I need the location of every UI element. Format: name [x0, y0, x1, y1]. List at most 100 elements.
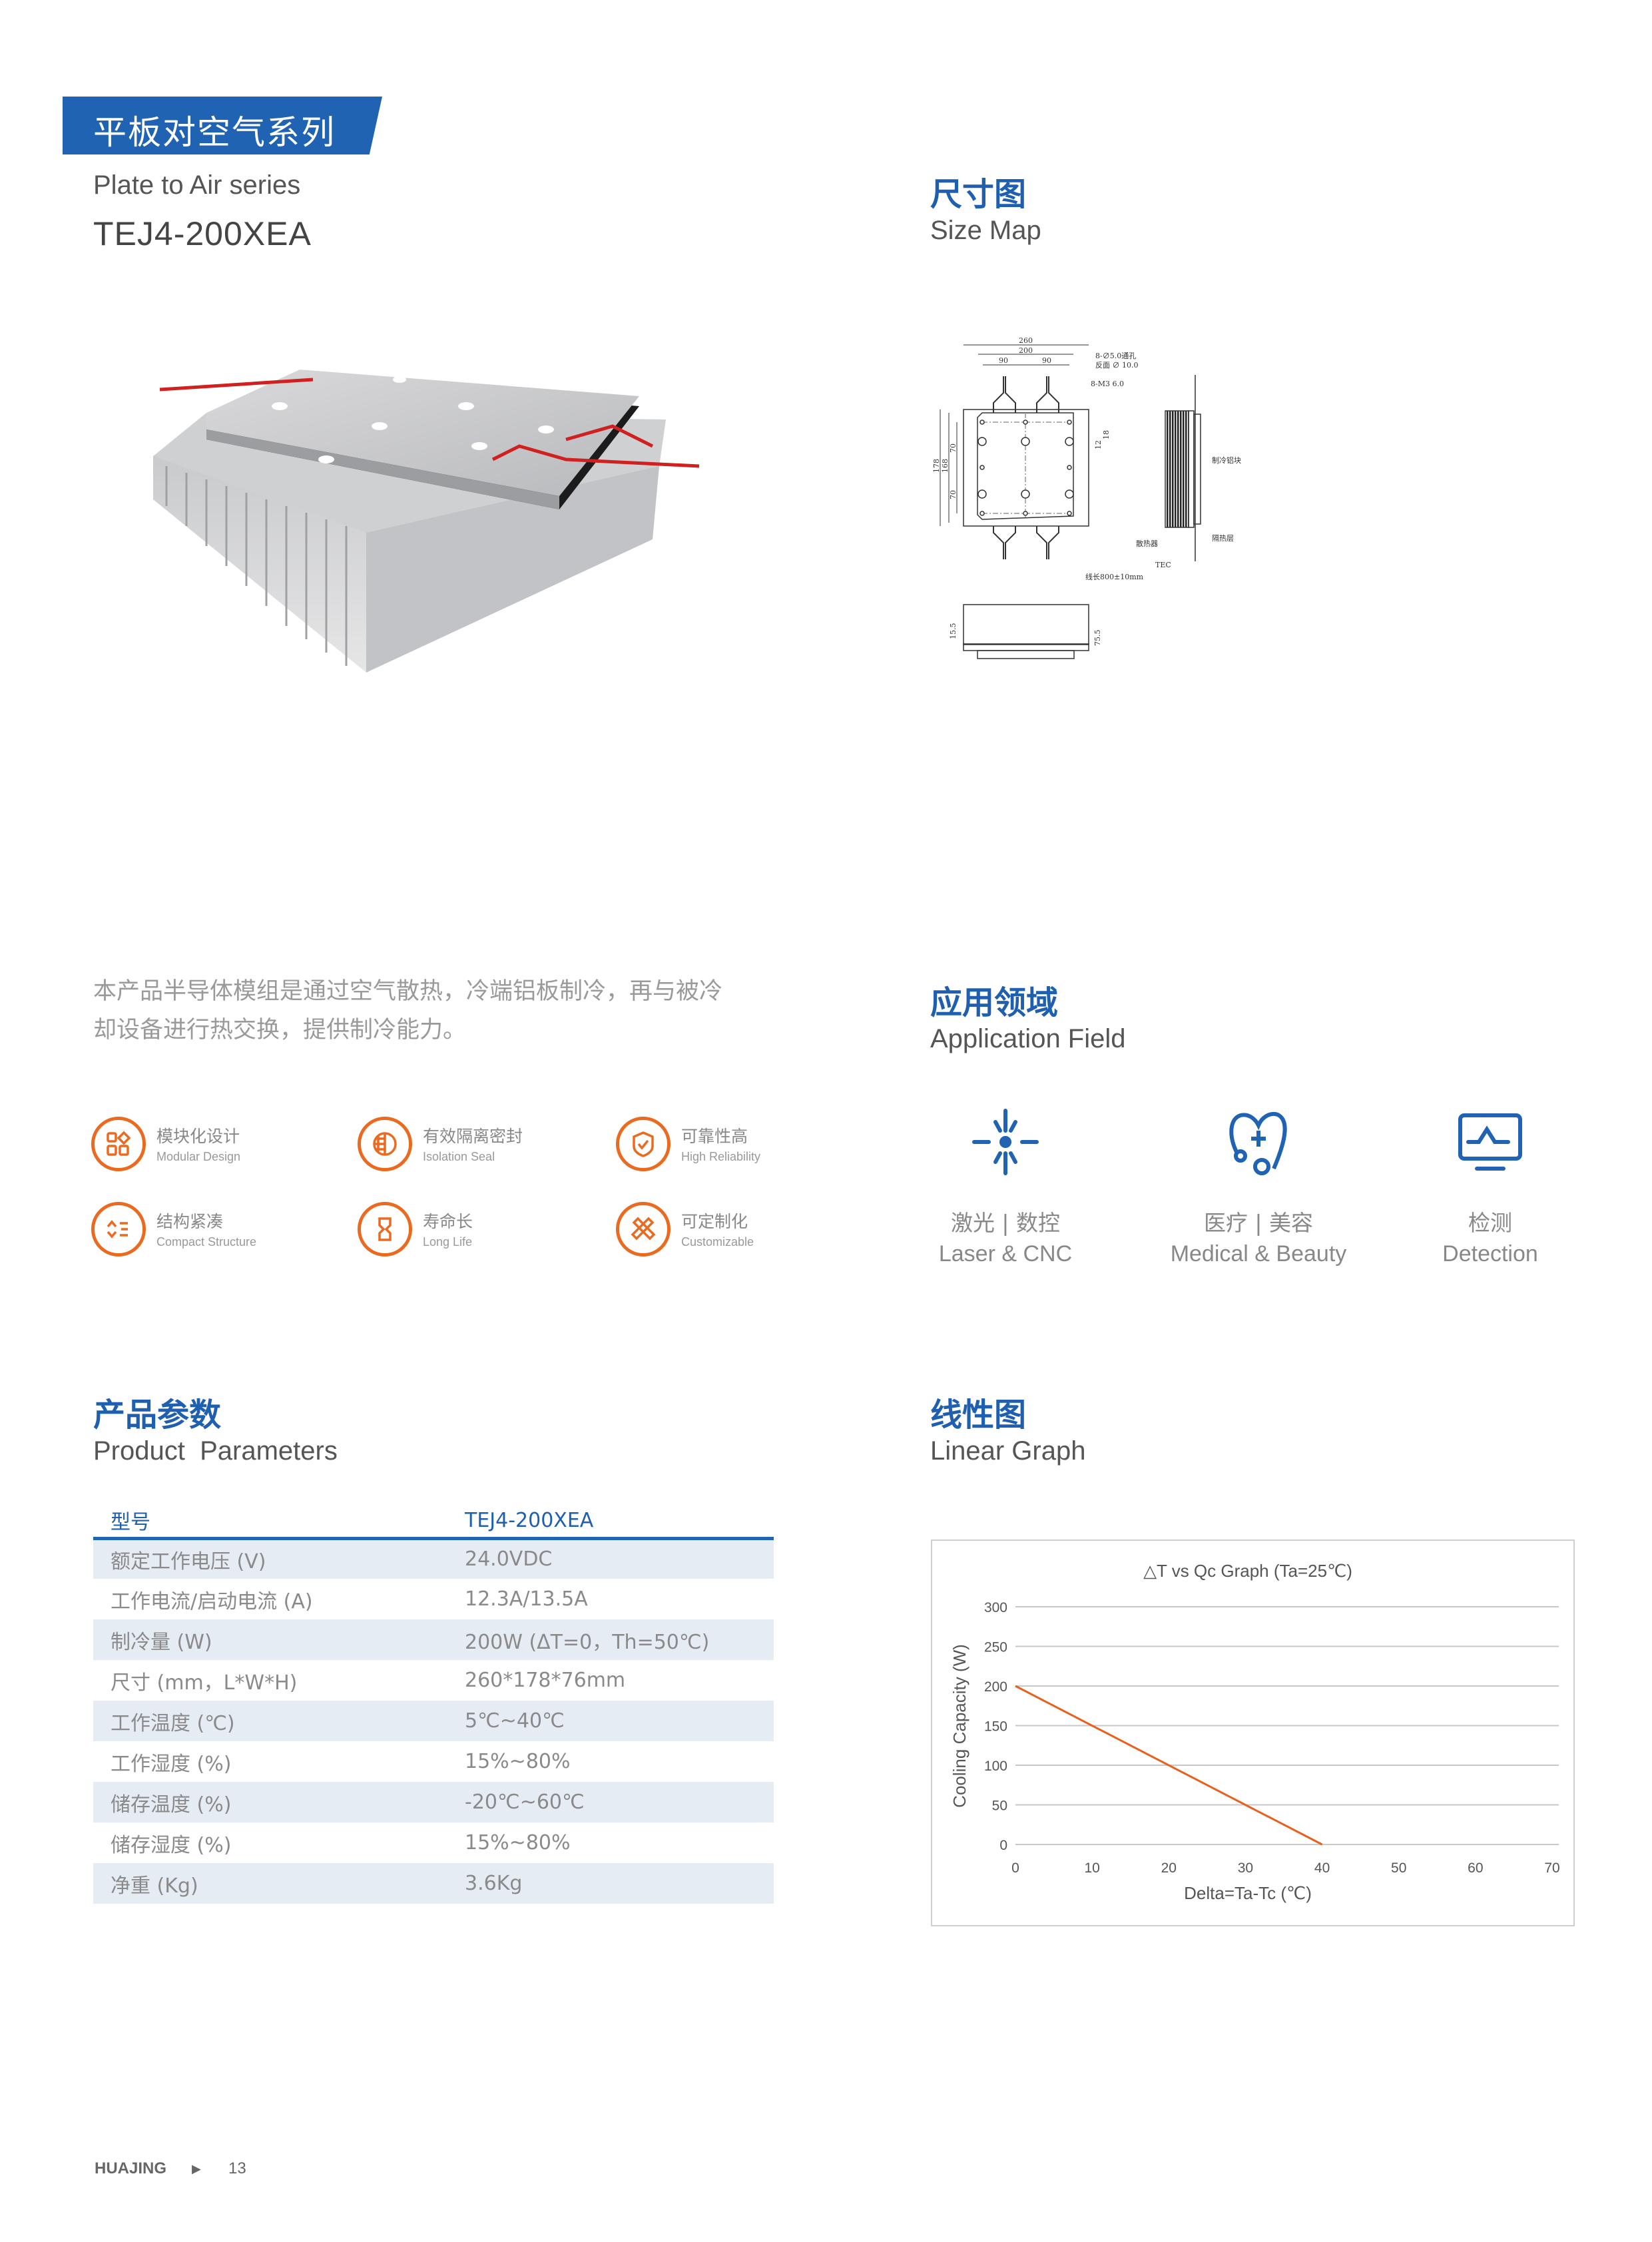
feature-compact: 结构紧凑 Compact Structure	[91, 1202, 344, 1262]
feature-label-en: High Reliability	[681, 1150, 761, 1163]
series-banner: 平板对空气系列	[63, 97, 382, 154]
table-row: 额定工作电压 (V)24.0VDC	[93, 1538, 774, 1579]
x-tick-label: 70	[1544, 1860, 1559, 1876]
dim-168: 168	[941, 459, 950, 473]
footer-brand: HUAJING	[95, 2159, 167, 2177]
note-heatsink: 散热器	[1136, 539, 1158, 548]
param-label: 工作电流/启动电流 (A)	[111, 1589, 313, 1613]
note-cold-block: 制冷铝块	[1212, 455, 1241, 465]
table-row: 尺寸 (mm，L*W*H)260*178*76mm	[93, 1660, 774, 1701]
feature-label-en: Modular Design	[156, 1150, 241, 1163]
tools-icon	[616, 1202, 671, 1257]
param-label: 储存湿度 (%)	[111, 1833, 232, 1857]
y-tick-label: 250	[984, 1640, 1007, 1655]
dim-200: 200	[1019, 346, 1033, 355]
laser-icon	[972, 1109, 1039, 1175]
model-title: TEJ4-200XEA	[93, 215, 312, 252]
seal-icon	[358, 1117, 412, 1171]
y-tick-label: 0	[999, 1838, 1007, 1853]
medical-heart-icon	[1229, 1112, 1287, 1175]
footer-arrow-icon: ▶	[192, 2162, 201, 2175]
shield-check-icon	[616, 1117, 671, 1171]
y-tick-label: 300	[984, 1600, 1007, 1615]
linear-title-en: Linear Graph	[930, 1436, 1086, 1466]
feature-label-cn: 可靠性高	[681, 1127, 748, 1146]
feature-label-cn: 可定制化	[681, 1212, 748, 1231]
param-value: -20℃~60℃	[447, 1782, 774, 1822]
series-line	[1015, 1685, 1323, 1846]
description-line: 本产品半导体模组是通过空气散热，冷端铝板制冷，再与被冷	[93, 978, 723, 1005]
page-number: 13	[228, 2159, 246, 2177]
application-label-cn: 激光 | 数控	[950, 1210, 1061, 1236]
param-label: 净重 (Kg)	[93, 1863, 447, 1904]
table-row: 工作电流/启动电流 (A) 12.3A/13.5A	[93, 1579, 774, 1619]
modules-icon	[91, 1117, 146, 1171]
dim-75-5: 75.5	[1093, 630, 1102, 647]
size-map-title-cn: 尺寸图	[930, 176, 1027, 213]
header-value: TEJ4-200XEA	[447, 1504, 774, 1540]
application-label-en: Laser & CNC	[938, 1241, 1073, 1266]
x-axis-label: Delta=Ta-Tc (℃)	[1184, 1883, 1312, 1903]
feature-reliability: 可靠性高 High Reliability	[616, 1117, 869, 1177]
size-map-drawing: 260 200 90 90 178 168 70 70 18 12 15.5 7…	[932, 336, 1241, 659]
param-value: 260*178*76mm	[465, 1669, 626, 1692]
parameters-title-en: Product Parameters	[93, 1436, 338, 1466]
param-value: 24.0VDC	[447, 1538, 774, 1579]
product-description: 本产品半导体模组是通过空气散热，冷端铝板制冷，再与被冷 却设备进行热交换，提供制…	[93, 972, 722, 1049]
application-laser: 激光 | 数控 Laser & CNC	[906, 1105, 1105, 1267]
param-label: 储存温度 (%)	[93, 1782, 447, 1822]
note-tec: TEC	[1155, 561, 1171, 569]
x-tick-label: 50	[1391, 1860, 1406, 1876]
description-line: 却设备进行热交换，提供制冷能力。	[93, 1017, 467, 1043]
y-tick-label: 150	[984, 1719, 1007, 1735]
dim-15-5: 15.5	[949, 623, 958, 640]
param-value: 200W (ΔT=0，Th=50℃)	[447, 1619, 774, 1660]
feature-label-en: Customizable	[681, 1235, 754, 1249]
y-tick-label: 200	[984, 1679, 1007, 1695]
table-row: 净重 (Kg)3.6Kg	[93, 1863, 774, 1904]
dim-18: 18	[1102, 430, 1111, 439]
dim-70a: 70	[949, 443, 958, 453]
param-value: 3.6Kg	[447, 1863, 774, 1904]
application-title-cn: 应用领域	[930, 984, 1059, 1021]
param-value: 15%~80%	[465, 1750, 571, 1773]
table-row: 储存温度 (%)-20℃~60℃	[93, 1782, 774, 1822]
feature-label-cn: 结构紧凑	[156, 1212, 224, 1231]
dim-178: 178	[932, 459, 941, 473]
product-image	[153, 370, 700, 673]
parameters-title-cn: 产品参数	[93, 1396, 222, 1434]
note-wire: 线长800±10mm	[1085, 572, 1144, 581]
table-row: 制冷量 (W)200W (ΔT=0，Th=50℃)	[93, 1619, 774, 1660]
series-title-en: Plate to Air series	[93, 170, 301, 200]
feature-label-en: Compact Structure	[156, 1235, 257, 1249]
application-label-cn: 医疗 | 美容	[1203, 1210, 1314, 1236]
hourglass-icon	[358, 1202, 412, 1257]
size-map-title-en: Size Map	[930, 216, 1041, 245]
param-value: 5℃~40℃	[447, 1701, 774, 1741]
x-tick-label: 20	[1161, 1860, 1177, 1876]
x-tick-label: 40	[1314, 1860, 1330, 1876]
param-label: 工作温度 (℃)	[93, 1701, 447, 1741]
application-label-en: Medical & Beauty	[1170, 1241, 1347, 1266]
y-tick-label: 100	[984, 1759, 1007, 1774]
feature-label-cn: 有效隔离密封	[423, 1127, 523, 1146]
dim-70b: 70	[949, 490, 958, 499]
param-value: 12.3A/13.5A	[465, 1587, 588, 1611]
feature-customizable: 可定制化 Customizable	[616, 1202, 869, 1262]
param-label: 制冷量 (W)	[93, 1619, 447, 1660]
x-tick-label: 0	[1011, 1860, 1019, 1876]
application-label-cn: 检测	[1468, 1210, 1512, 1236]
feature-label-cn: 寿命长	[423, 1212, 473, 1231]
dim-90a: 90	[999, 356, 1008, 365]
y-axis-label: Cooling Capacity (W)	[950, 1644, 969, 1808]
dim-260: 260	[1019, 336, 1033, 345]
linear-title-cn: 线性图	[930, 1396, 1027, 1434]
note-holes: 8-∅5.0通孔	[1095, 352, 1136, 360]
chart-frame	[931, 1540, 1575, 1926]
x-tick-label: 10	[1084, 1860, 1099, 1876]
